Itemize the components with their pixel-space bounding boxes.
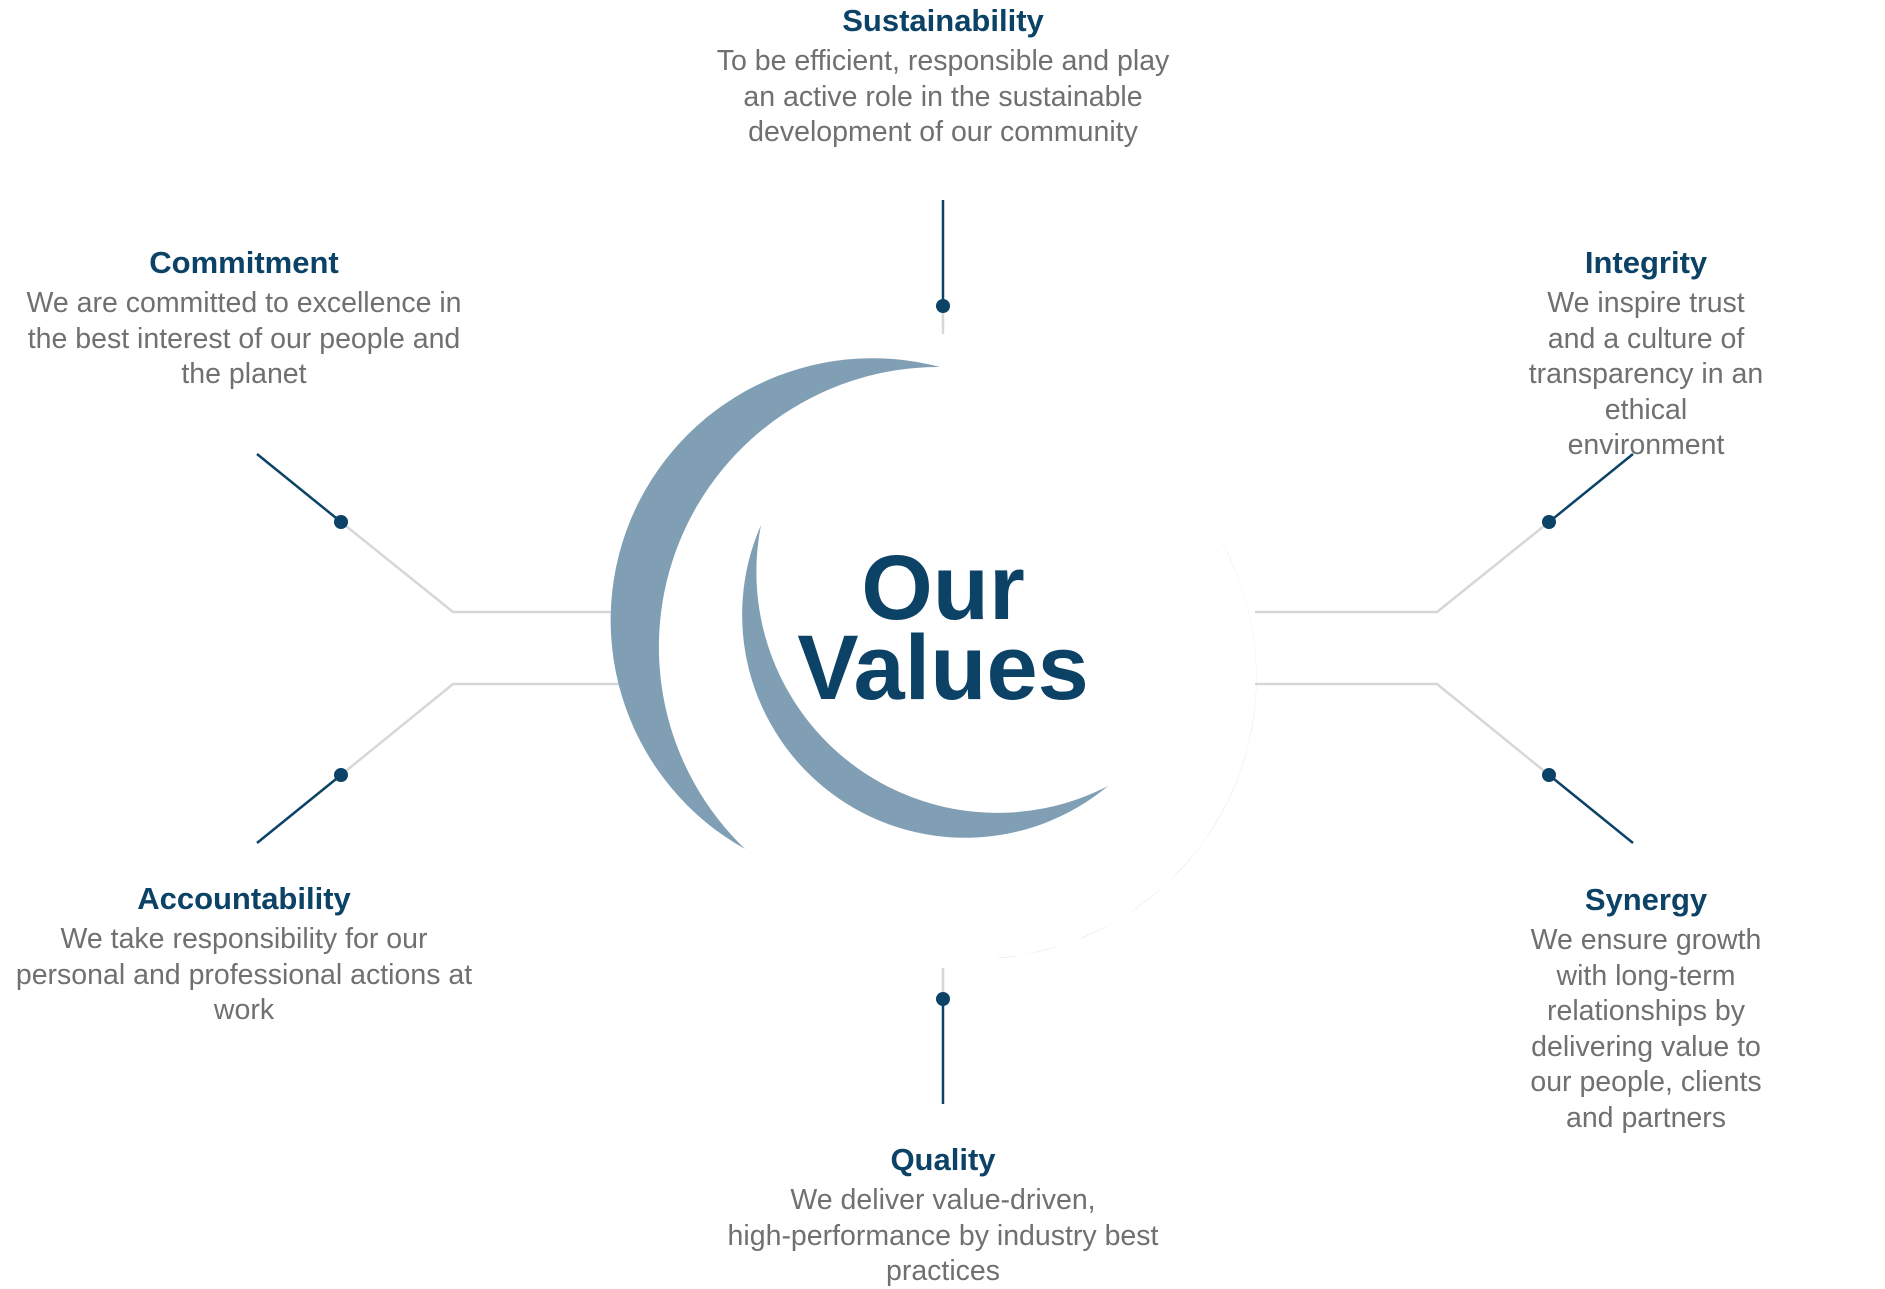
dot-integrity: [1542, 515, 1556, 529]
gray-connectors: [340, 304, 1550, 998]
center-title-line1: Our: [861, 537, 1025, 639]
value-synergy: Synergy We ensure growth with long-term …: [1527, 881, 1766, 1136]
connector-commitment-gray: [340, 521, 635, 614]
value-title: Quality: [890, 1142, 996, 1177]
value-integrity: Integrity We inspire trust and a culture…: [1527, 244, 1766, 464]
connector-accountability-navy: [256, 774, 342, 844]
dot-synergy: [1542, 768, 1556, 782]
value-description: We deliver value-driven, high-performanc…: [727, 1184, 1159, 1287]
value-title: Synergy: [1584, 882, 1708, 917]
value-description: We ensure growth with long-term relation…: [1530, 924, 1762, 1134]
swirl-inner-bottom: [742, 525, 1108, 838]
value-description: We inspire trust and a culture of transp…: [1528, 287, 1764, 461]
value-commitment: Commitment We are committed to excellenc…: [26, 244, 461, 393]
center-title-line2: Values: [797, 617, 1089, 719]
connector-commitment-navy: [256, 453, 342, 523]
value-description: We take responsibility for our personal …: [15, 923, 473, 1026]
value-description: To be efficient, responsible and play an…: [716, 45, 1170, 148]
value-accountability: Accountability We take responsibility fo…: [16, 880, 472, 1029]
value-sustainability: Sustainability To be efficient, responsi…: [717, 2, 1170, 151]
value-quality: Quality We deliver value-driven, high-pe…: [728, 1141, 1159, 1289]
center-title: Our Values: [797, 537, 1089, 719]
dot-top: [936, 299, 950, 313]
connector-integrity-navy: [1548, 453, 1634, 523]
navy-connectors: [256, 200, 1634, 1104]
dot-bottom: [936, 992, 950, 1006]
dot-accountability: [334, 768, 348, 782]
value-description: We are committed to excellence in the be…: [26, 287, 462, 390]
swirl-outer-left: [610, 358, 940, 849]
value-title: Commitment: [149, 245, 339, 280]
connector-integrity-gray: [1255, 521, 1550, 614]
value-title: Integrity: [1584, 245, 1708, 280]
value-title: Sustainability: [842, 3, 1044, 38]
connector-synergy-gray: [1255, 682, 1550, 776]
connector-synergy-navy: [1548, 774, 1634, 844]
connector-dots: [334, 299, 1556, 1006]
value-title: Accountability: [137, 881, 351, 916]
connector-accountability-gray: [340, 682, 635, 776]
swirl-ring: [610, 358, 1257, 959]
dot-commitment: [334, 515, 348, 529]
